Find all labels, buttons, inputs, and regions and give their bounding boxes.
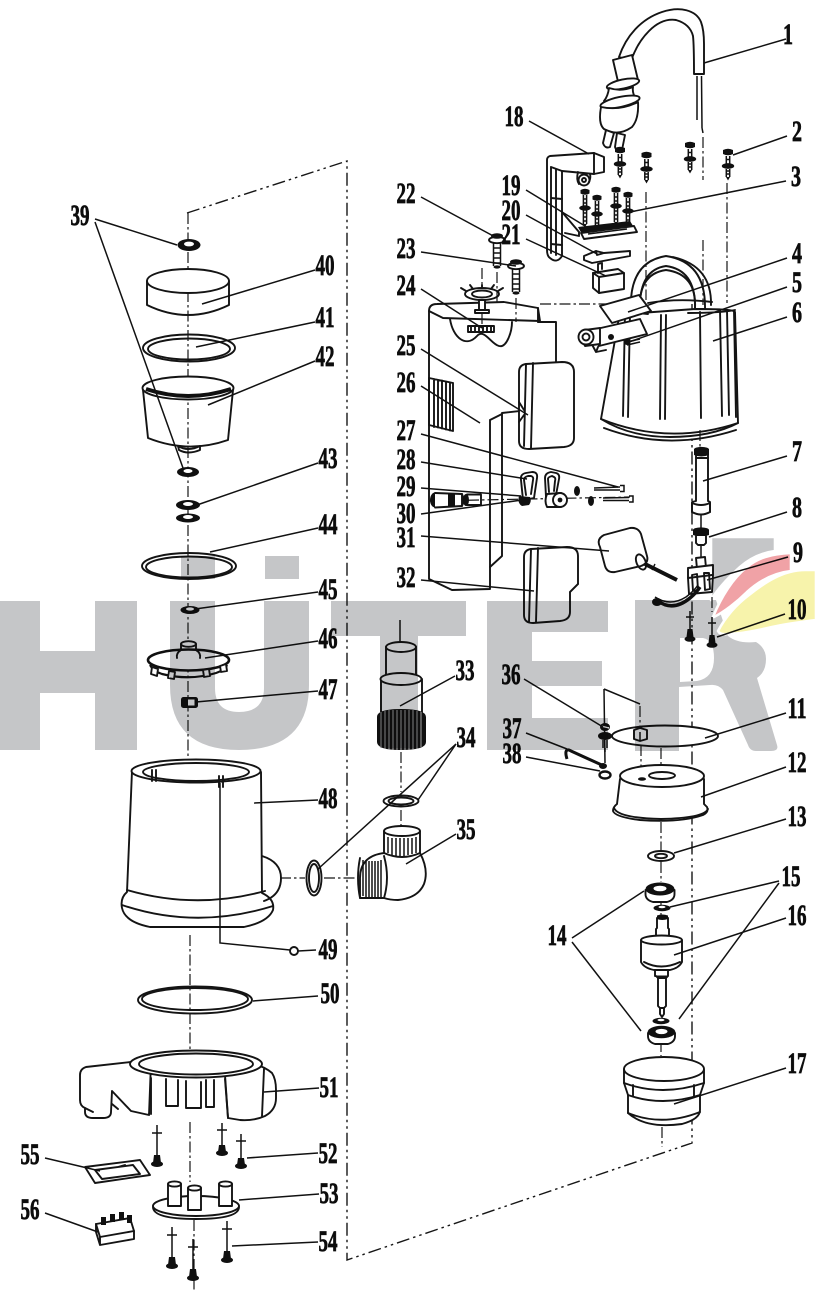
svg-text:8: 8	[792, 491, 802, 524]
svg-text:7: 7	[792, 435, 802, 468]
svg-text:28: 28	[397, 443, 416, 476]
svg-text:52: 52	[319, 1137, 338, 1170]
svg-text:39: 39	[71, 199, 90, 232]
svg-text:24: 24	[397, 269, 416, 302]
svg-text:13: 13	[788, 800, 807, 833]
svg-text:33: 33	[456, 654, 475, 687]
svg-text:21: 21	[502, 218, 521, 251]
svg-text:2: 2	[792, 115, 802, 148]
svg-text:25: 25	[397, 329, 416, 362]
svg-text:47: 47	[319, 673, 338, 706]
svg-text:42: 42	[316, 340, 335, 373]
svg-text:41: 41	[316, 301, 335, 334]
svg-text:51: 51	[320, 1071, 339, 1104]
svg-text:29: 29	[397, 470, 416, 503]
svg-text:44: 44	[319, 508, 338, 541]
svg-text:18: 18	[505, 100, 524, 133]
svg-text:30: 30	[397, 497, 416, 530]
svg-text:6: 6	[792, 296, 802, 329]
svg-text:22: 22	[397, 177, 416, 210]
svg-text:31: 31	[397, 521, 416, 554]
svg-text:26: 26	[397, 366, 416, 399]
svg-text:43: 43	[319, 442, 338, 475]
svg-text:34: 34	[457, 721, 476, 754]
svg-text:27: 27	[397, 414, 416, 447]
svg-text:56: 56	[21, 1193, 40, 1226]
svg-text:19: 19	[502, 169, 521, 202]
svg-text:4: 4	[792, 237, 802, 270]
svg-text:17: 17	[788, 1047, 807, 1080]
svg-text:32: 32	[397, 561, 416, 594]
svg-text:45: 45	[319, 573, 338, 606]
svg-text:1: 1	[783, 18, 793, 51]
svg-text:3: 3	[791, 160, 801, 193]
svg-text:48: 48	[319, 782, 338, 815]
svg-text:11: 11	[788, 692, 807, 725]
svg-text:14: 14	[548, 919, 567, 952]
svg-text:23: 23	[397, 232, 416, 265]
svg-text:54: 54	[319, 1225, 338, 1258]
svg-text:12: 12	[788, 746, 807, 779]
svg-text:53: 53	[320, 1177, 339, 1210]
svg-text:49: 49	[319, 933, 338, 966]
svg-text:16: 16	[788, 899, 807, 932]
svg-text:55: 55	[21, 1138, 40, 1171]
svg-text:35: 35	[457, 813, 476, 846]
svg-text:9: 9	[793, 536, 803, 569]
svg-text:5: 5	[792, 266, 802, 299]
svg-text:50: 50	[321, 977, 340, 1010]
svg-text:40: 40	[316, 249, 335, 282]
svg-text:20: 20	[502, 194, 521, 227]
svg-text:15: 15	[782, 860, 801, 893]
